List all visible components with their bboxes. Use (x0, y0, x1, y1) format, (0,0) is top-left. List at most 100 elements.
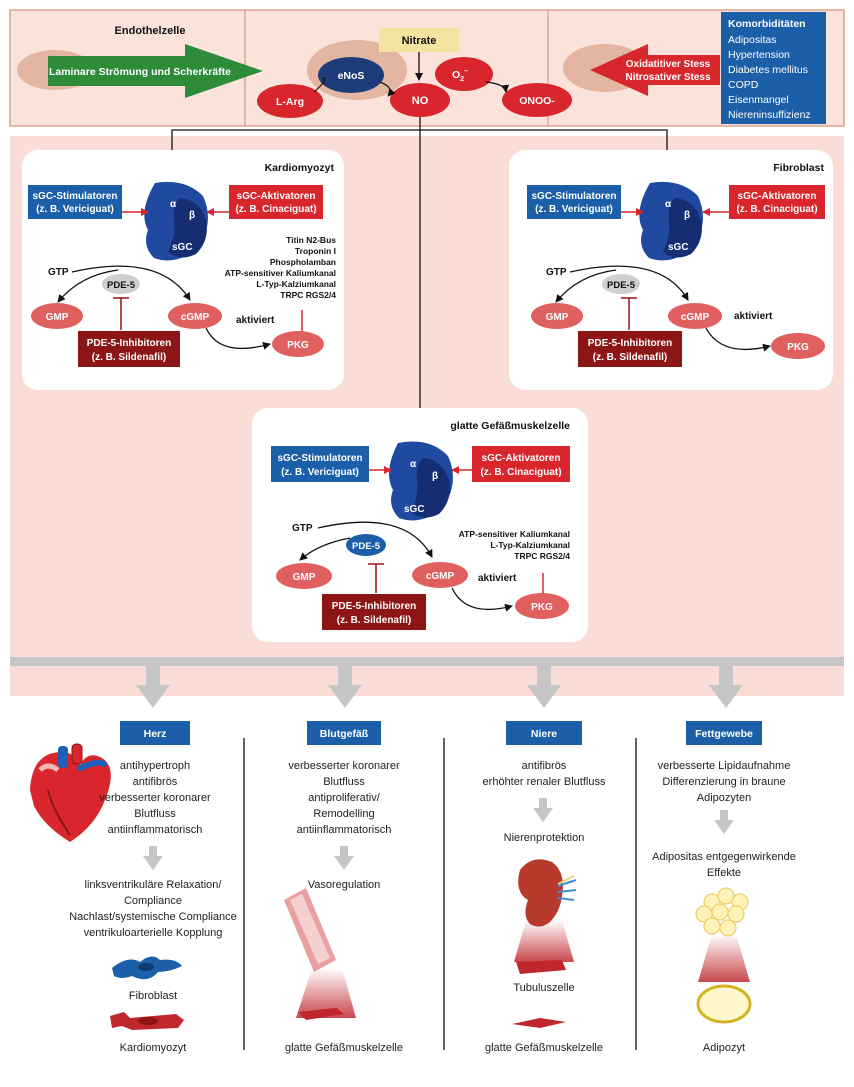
stimulator-example: (z. B. Vericiguat) (281, 467, 359, 478)
stimulator-example: (z. B. Vericiguat) (36, 204, 114, 215)
cell-caption: Adipozyt (702, 1042, 746, 1054)
result-item: Vasoregulation (307, 879, 381, 891)
organ-header-gefaess (307, 721, 381, 745)
gmp-label: GMP (293, 572, 316, 583)
niere-results: Nierenprotektion (464, 830, 624, 846)
cgmp-ellipse (168, 303, 222, 329)
target-item: Titin N2-Bus (286, 235, 336, 245)
arrow-gefaess (328, 666, 362, 708)
pkg-label: PKG (787, 342, 809, 353)
gefaess-results: Vasoregulation (264, 877, 424, 893)
o2-ellipse (435, 57, 493, 91)
herz-cell-2: Kardiomyozyt (100, 1040, 206, 1056)
cell-kardiomyozyt: Kardiomyozyt α β sGC sGC-Stimulatoren (z… (22, 150, 344, 390)
komorb-item: Niereninsuffizienz (728, 109, 811, 121)
laminar-flow-arrow (48, 44, 263, 98)
komorb-item: COPD (728, 79, 759, 91)
laminar-label: Laminare Strömung und Scherkräfte (49, 66, 231, 78)
komorb-item: Diabetes mellitus (728, 64, 808, 76)
pde5-label: PDE-5 (607, 280, 636, 291)
no-ellipse (390, 83, 450, 117)
organ-header-herz (120, 721, 190, 745)
target-item: TRPC RGS2/4 (514, 551, 570, 561)
komorb-item: Hypertension (728, 49, 790, 61)
gmp-ellipse (31, 303, 83, 329)
cgmp-label: cGMP (181, 312, 210, 323)
stress-panel: Oxidatitiver Stess Nitrosativer Stess Ko… (563, 12, 826, 124)
activator-example: (z. B. Cinaciguat) (235, 204, 316, 215)
cell-title: Kardiomyozyt (265, 162, 335, 174)
effect-item: antifibrös (132, 776, 178, 788)
stimulator-label: sGC-Stimulatoren (277, 453, 362, 464)
target-item: ATP-sensitiver Kaliumkanal (459, 529, 570, 539)
adipocyte-illustration (695, 887, 752, 1024)
cell-caption: glatte Gefäßmuskelzelle (285, 1042, 403, 1054)
fibroblast-illustration (112, 956, 182, 980)
nitrate-box (379, 28, 459, 52)
sgc-alpha: α (170, 199, 177, 210)
pkg-ellipse (272, 331, 324, 357)
effect-item: verbesserte Lipidaufnahme (657, 760, 791, 772)
aktiviert-label: aktiviert (478, 573, 517, 584)
no-label: NO (412, 95, 429, 107)
pde5-ellipse (346, 534, 386, 556)
niere-cell-2: glatte Gefäßmuskelzelle (454, 1040, 634, 1056)
effect-item: antiproliferativ/ (308, 792, 380, 804)
herz-cell-1: Fibroblast (100, 988, 206, 1004)
cell-fibroblast: Fibroblast α β sGC sGC-Stimulatoren (z. … (509, 150, 833, 390)
cell-caption: Tubuluszelle (513, 982, 575, 994)
stress-arrow (590, 44, 720, 96)
komorb-item: Eisenmangel (728, 94, 789, 106)
pkg-label: PKG (531, 602, 553, 613)
cell-caption: glatte Gefäßmuskelzelle (485, 1042, 603, 1054)
effect-item: verbesserter koronarer (288, 760, 400, 772)
komorb-title: Komorbiditäten (728, 18, 806, 30)
heart-illustration (30, 743, 111, 842)
distribution-bar (10, 657, 844, 666)
result-item: Nachlast/systemische Compliance (69, 911, 237, 923)
activator-box (729, 185, 825, 219)
pde5-label: PDE-5 (107, 280, 136, 291)
arrow-herz (136, 666, 170, 708)
sgc-label: sGC (668, 242, 689, 253)
gefaess-cell-1: glatte Gefäßmuskelzelle (254, 1040, 434, 1056)
gtp-label: GTP (48, 267, 69, 278)
gtp-label: GTP (292, 523, 313, 534)
inhibitor-box (78, 331, 180, 367)
effect-item: antihypertroph (119, 760, 191, 772)
gmp-ellipse (531, 303, 583, 329)
activator-label: sGC-Aktivatoren (482, 453, 561, 464)
niere-effects: antifibrös erhöhter renaler Blutfluss (464, 758, 624, 790)
organ-header-niere (506, 721, 582, 745)
effect-item: Blutfluss (323, 776, 365, 788)
endothel-panel: Endothelzelle Laminare Strömung und Sche… (17, 25, 263, 98)
sgc-beta: β (189, 210, 195, 221)
inhibitor-box (322, 594, 426, 630)
gmp-label: GMP (546, 312, 569, 323)
inhibitor-label: PDE-5-Inhibitoren (588, 338, 672, 349)
cell-title: Fibroblast (773, 162, 824, 174)
gmp-label: GMP (46, 312, 69, 323)
cell-glatte-gefaessmuskelzelle: glatte Gefäßmuskelzelle α β sGC sGC-Stim… (252, 408, 588, 642)
result-item: ventrikuloarterielle Kopplung (83, 927, 223, 939)
effect-item: Remodelling (313, 808, 375, 820)
effect-item: erhöhter renaler Blutfluss (482, 776, 606, 788)
komorb-box (721, 12, 826, 124)
result-item: Nierenprotektion (503, 832, 585, 844)
endothel-title: Endothelzelle (115, 25, 186, 37)
nitrate-label: Nitrate (402, 35, 437, 47)
stress-line-1: Oxidatitiver Stess (626, 59, 711, 70)
inhibitor-label: PDE-5-Inhibitoren (87, 338, 171, 349)
arrow-fett (709, 666, 743, 708)
stimulator-example: (z. B. Vericiguat) (535, 204, 613, 215)
organ-label: Blutgefäß (320, 728, 369, 740)
no-panel: Nitrate eNoS L-Arg NO O2– ONOO- (257, 28, 572, 118)
activator-example: (z. B. Cinaciguat) (736, 204, 817, 215)
sgc-label: sGC (404, 504, 425, 515)
vessel-illustration (284, 888, 356, 1020)
activator-example: (z. B. Cinaciguat) (480, 467, 561, 478)
result-item: Effekte (706, 867, 742, 879)
activator-label: sGC-Aktivatoren (237, 191, 316, 202)
organ-label: Fettgewebe (695, 728, 753, 740)
